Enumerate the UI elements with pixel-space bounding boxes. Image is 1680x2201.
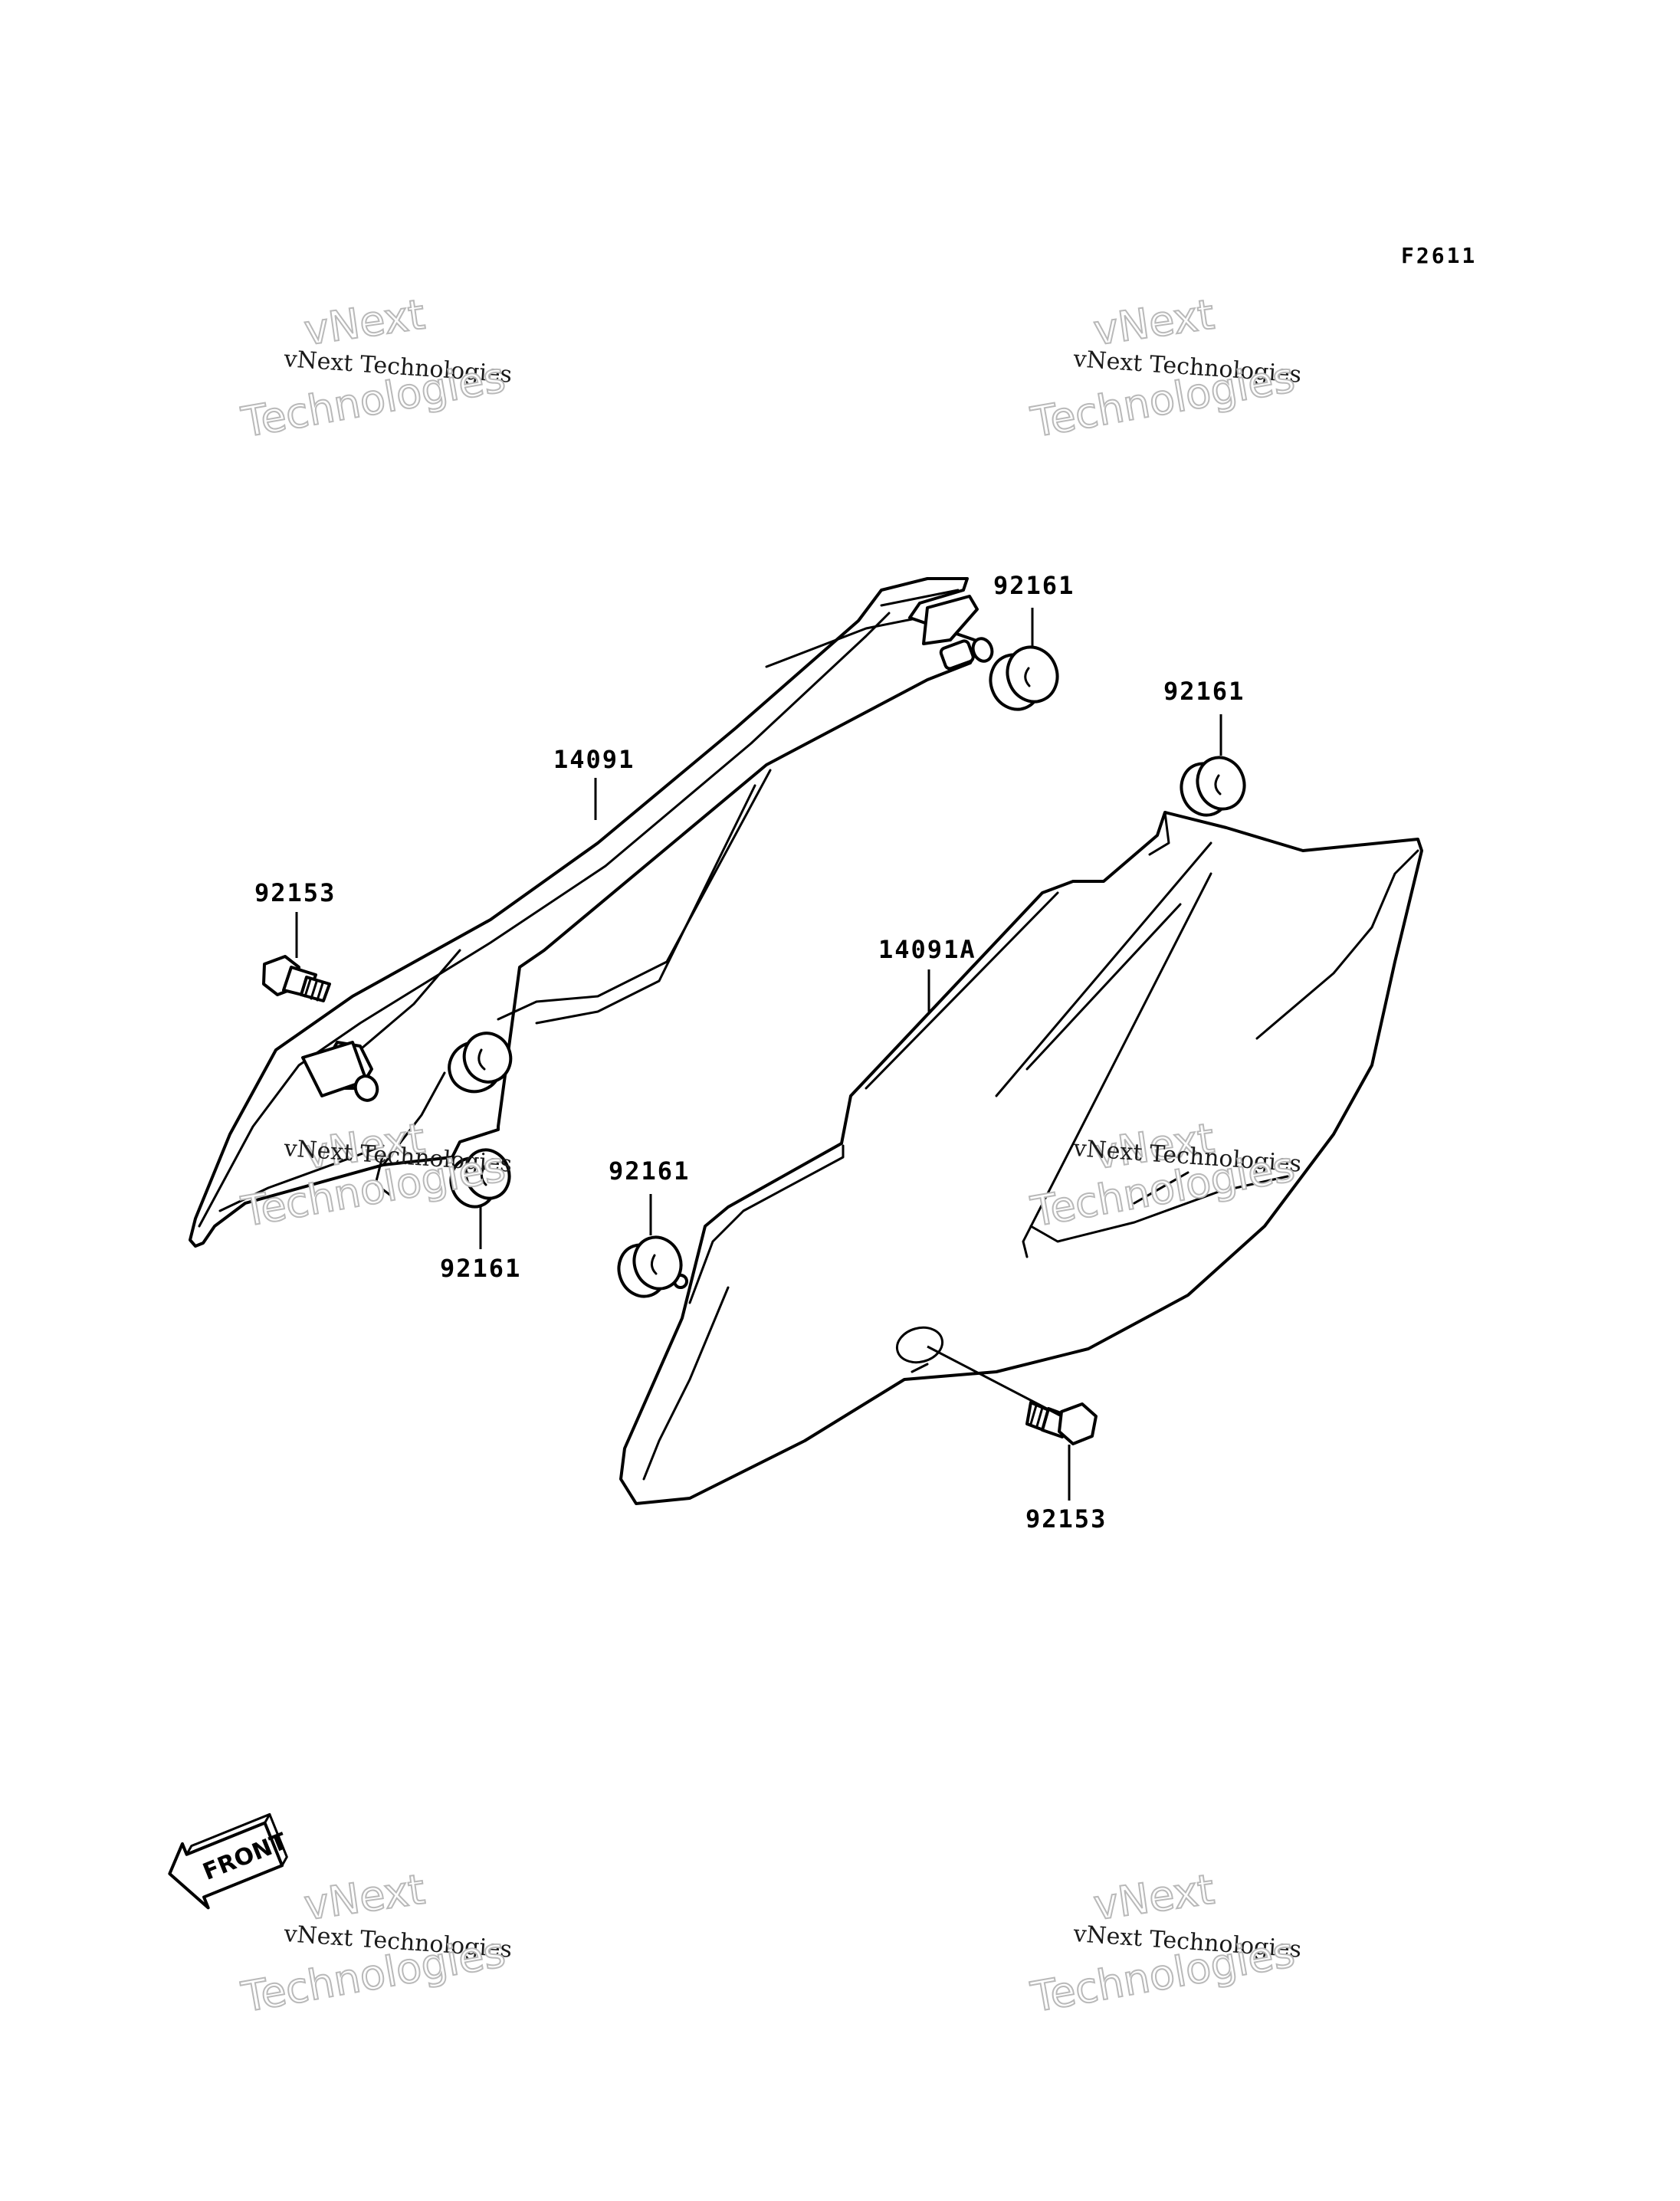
svg-text:vNext: vNext bbox=[1091, 1865, 1217, 1930]
label-bolt-left: 92153 bbox=[254, 878, 336, 907]
front-arrow: FRONT bbox=[168, 1812, 291, 1910]
label-grommet-mid: 92161 bbox=[440, 1254, 521, 1283]
svg-text:vNext: vNext bbox=[301, 1865, 428, 1930]
label-grommet-right: 92161 bbox=[1163, 677, 1245, 706]
watermark-bottom-right: vNext vNext Technologies Technologies bbox=[1026, 1865, 1302, 2022]
grommet-mid bbox=[449, 1148, 511, 1209]
watermark-top-left: vNext vNext Technologies Technologies bbox=[237, 290, 513, 448]
bolt-right bbox=[1025, 1401, 1098, 1445]
watermark-bottom-left: vNext vNext Technologies Technologies bbox=[237, 1865, 513, 2022]
grommet-lower bbox=[617, 1235, 683, 1298]
label-grommet-lower: 92161 bbox=[609, 1156, 690, 1186]
watermark-top-right: vNext vNext Technologies Technologies bbox=[1026, 290, 1302, 448]
side-cover-left bbox=[189, 577, 994, 1248]
grommet-top bbox=[989, 645, 1059, 711]
side-cover-right bbox=[619, 811, 1423, 1505]
label-grommet-top: 92161 bbox=[993, 571, 1075, 600]
svg-text:vNext: vNext bbox=[1091, 290, 1217, 355]
svg-text:vNext: vNext bbox=[301, 290, 428, 355]
label-cover-right: 14091A bbox=[878, 935, 976, 964]
cover-left-grommet-seat bbox=[448, 1032, 513, 1094]
cover-left-pin-top bbox=[922, 595, 994, 671]
label-bolt-right: 92153 bbox=[1025, 1504, 1107, 1533]
grommet-right bbox=[1180, 756, 1246, 817]
bolt-left bbox=[262, 955, 331, 1002]
leader-bolt-axis bbox=[927, 1345, 1062, 1418]
cover-left-pin-lower bbox=[301, 1041, 379, 1102]
figure-code: F2611 bbox=[1401, 243, 1477, 268]
label-cover-left: 14091 bbox=[553, 745, 635, 774]
